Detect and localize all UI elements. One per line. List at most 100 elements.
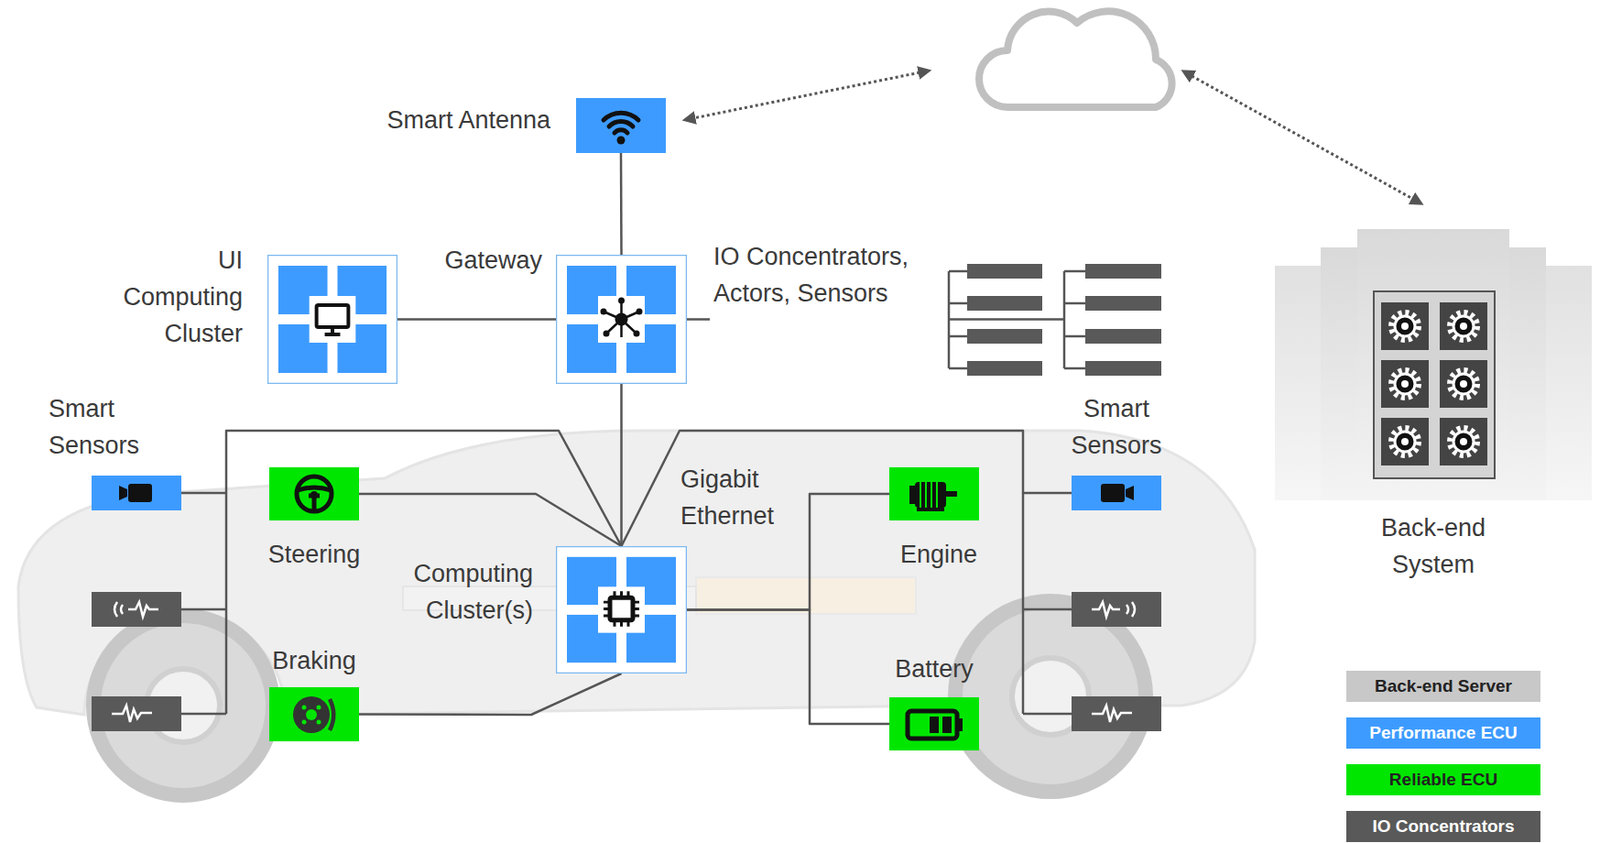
- node-text: IO Concentrators, Actors, Sensors: [713, 238, 948, 312]
- svg-circle: [293, 696, 330, 733]
- ecu-box: Steering: [269, 467, 360, 521]
- svg-rect: [556, 545, 687, 673]
- svg-line: [948, 335, 968, 338]
- svg-rect: [91, 591, 182, 627]
- svg-rect: [1357, 228, 1510, 501]
- legend-text: IO Concentrators: [1371, 816, 1514, 837]
- legend-swatch: Reliable ECU: [1346, 763, 1541, 795]
- node-label: UI Computing Cluster: [105, 241, 243, 352]
- ethernet-link: [620, 383, 623, 546]
- svg-circle: [1459, 437, 1468, 446]
- chip-icon: [603, 590, 640, 626]
- antenna-box: Smart Antenna: [576, 97, 666, 153]
- svg-rect: [1381, 417, 1429, 466]
- node-label: Steering: [268, 535, 361, 573]
- cluster-box: Computing Cluster(s): [555, 545, 687, 674]
- svg-rect: [1085, 263, 1162, 279]
- svg-circle: [1401, 380, 1409, 388]
- svg-circle: [1449, 427, 1478, 456]
- ecu-box: Battery: [889, 696, 980, 751]
- svg-rect: [91, 696, 182, 731]
- svg-rect: [1071, 591, 1162, 627]
- svg-rect: [907, 710, 958, 739]
- svg-line: [1063, 271, 1067, 369]
- cluster-frame: [267, 254, 398, 384]
- svg-line: [1064, 335, 1086, 338]
- svg-circle: [316, 705, 322, 710]
- svg-rect: [309, 295, 357, 343]
- legend-swatch: Back-end Server: [1346, 670, 1541, 702]
- server-illustration: [1274, 228, 1592, 501]
- svg-circle: [615, 313, 629, 327]
- server-node: Back-end System: [1274, 228, 1592, 501]
- svg-rect: [929, 716, 939, 733]
- node-label: Battery: [894, 650, 974, 687]
- svg-circle: [1401, 322, 1409, 330]
- io-wiring: [948, 271, 1086, 369]
- ethernet-link: [359, 493, 622, 546]
- svg-rect: [1373, 291, 1495, 479]
- svg-rect: [1439, 359, 1488, 408]
- svg-line: [948, 302, 968, 305]
- svg-circle: [1453, 315, 1474, 337]
- svg-path: [327, 697, 337, 731]
- ethernet-link: [181, 430, 622, 546]
- cloud-outline: [979, 10, 1173, 108]
- ethernet-link: [621, 430, 1073, 546]
- steering-icon: [269, 467, 360, 521]
- svg-circle: [1391, 427, 1419, 456]
- node-label: Braking: [272, 642, 357, 679]
- svg-circle: [302, 719, 307, 725]
- svg-line: [225, 492, 229, 714]
- svg-line: [181, 712, 227, 716]
- car-silhouette: [18, 430, 1255, 795]
- svg-path: [603, 590, 640, 626]
- svg-rect: [609, 597, 633, 621]
- svg-line: [1023, 608, 1072, 611]
- svg-rect: [967, 328, 1043, 344]
- cluster-frame: [555, 545, 687, 674]
- ethernet-link: [686, 609, 890, 725]
- svg-rect: [1085, 360, 1162, 376]
- svg-circle: [633, 330, 641, 338]
- cluster-frame: [555, 254, 687, 384]
- svg-circle: [1394, 315, 1415, 337]
- sensor-wiring: [181, 492, 1072, 714]
- battery-plate: [696, 576, 916, 614]
- node-label: Smart Antenna: [386, 101, 551, 139]
- svg-path: [603, 112, 639, 133]
- svg-rect: [598, 295, 645, 343]
- brake-icon: [269, 686, 360, 741]
- svg-circle: [310, 490, 318, 499]
- svg-path: [111, 705, 153, 722]
- svg-circle: [316, 719, 322, 725]
- svg-path: [1125, 485, 1134, 501]
- svg-circle: [618, 297, 625, 305]
- node-label: Gateway: [444, 241, 543, 279]
- svg-path: [325, 326, 341, 335]
- svg-circle: [603, 330, 610, 338]
- camera-icon: [91, 475, 182, 511]
- sensor-box: Smart Sensors: [91, 475, 182, 511]
- svg-circle: [305, 708, 317, 720]
- ethernet-link: [686, 317, 710, 321]
- battery-icon: [889, 696, 980, 751]
- svg-line: [1023, 712, 1072, 716]
- svg-circle: [1453, 431, 1474, 452]
- svg-path: [603, 300, 640, 338]
- svg-path: [920, 481, 937, 508]
- gateway-box: Gateway: [555, 254, 687, 384]
- svg-circle: [1391, 370, 1419, 398]
- svg-rect: [128, 483, 153, 502]
- svg-rect: [957, 718, 963, 731]
- bus-label: Gigabit Ethernet: [680, 460, 818, 534]
- svg-rect: [1071, 696, 1162, 731]
- io-concentrator-bars: [967, 263, 1162, 376]
- svg-path: [114, 601, 159, 617]
- ecu-box: Braking: [269, 686, 360, 741]
- svg-rect: [1100, 483, 1125, 502]
- svg-rect: [267, 255, 397, 384]
- cluster-box: UI Computing Cluster: [267, 254, 398, 384]
- svg-rect: [1439, 302, 1488, 350]
- svg-circle: [1394, 431, 1415, 452]
